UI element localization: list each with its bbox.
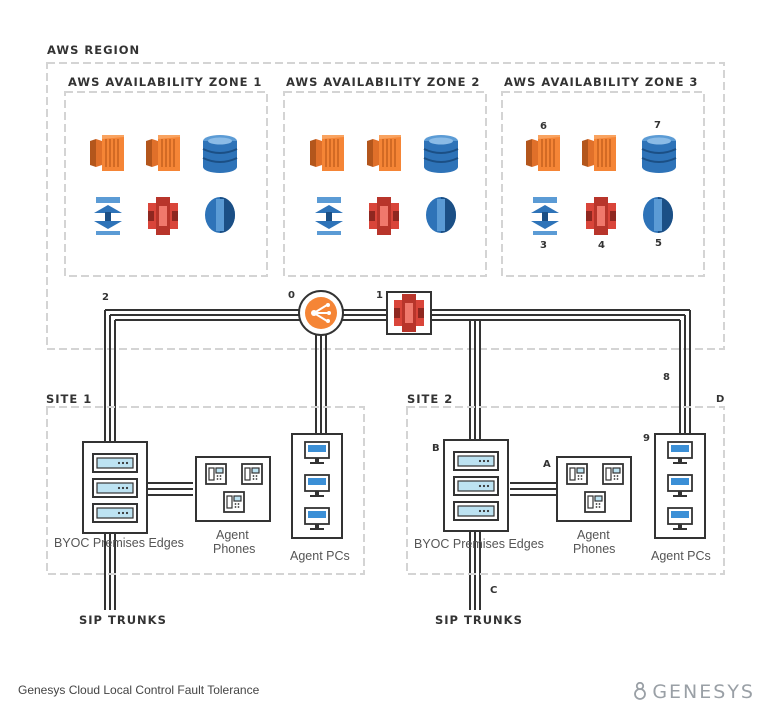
aws-region-label: AWS REGION	[47, 43, 140, 57]
agent-pcs-icon	[654, 433, 706, 539]
site-2-phones-label-2: Phones	[573, 542, 615, 556]
ec2-instance-icon	[89, 134, 125, 172]
ec2-instance-icon	[525, 134, 561, 172]
footer	[0, 672, 773, 727]
marker-C: C	[490, 585, 497, 596]
site-1-phones-label-1: Agent	[216, 528, 249, 542]
aws-region-boundary	[46, 62, 725, 350]
storage-bucket-icon	[586, 197, 616, 235]
dns-icon	[643, 197, 673, 233]
marker-4: 4	[598, 240, 605, 251]
storage-bucket-icon	[369, 197, 399, 235]
site-2-label: SITE 2	[407, 392, 453, 406]
availability-zone-1-label: AWS AVAILABILITY ZONE 1	[68, 75, 262, 89]
database-icon	[202, 134, 238, 174]
availability-zone-2	[283, 91, 487, 277]
site-1-sip-trunks-label: SIP TRUNKS	[79, 613, 167, 627]
marker-6: 6	[540, 121, 547, 132]
byoc-edge-rack-icon	[82, 441, 148, 534]
site-2-boundary	[406, 406, 725, 575]
brand-wordmark: GENESYS	[652, 681, 755, 703]
marker-9: 9	[643, 433, 650, 444]
load-balancer-icon	[531, 197, 559, 235]
ec2-instance-icon	[309, 134, 345, 172]
ec2-instance-icon	[366, 134, 402, 172]
marker-1: 1	[376, 290, 383, 301]
s3-storage-icon	[386, 291, 432, 335]
availability-zone-2-label: AWS AVAILABILITY ZONE 2	[286, 75, 480, 89]
site-2-sip-trunks-label: SIP TRUNKS	[435, 613, 523, 627]
site-1-edges-label: BYOC Premises Edges	[54, 536, 184, 550]
dns-icon	[426, 197, 456, 233]
marker-2: 2	[102, 292, 109, 303]
database-icon	[641, 134, 677, 174]
agent-phones-icon	[556, 456, 632, 522]
site-1-pcs-label: Agent PCs	[290, 549, 350, 563]
site-2-phones-label-1: Agent	[577, 528, 610, 542]
marker-0: 0	[288, 290, 295, 301]
genesys-logo-icon	[634, 682, 647, 700]
marker-A: A	[543, 459, 551, 470]
figure-caption: Genesys Cloud Local Control Fault Tolera…	[18, 683, 260, 697]
genesys-brand: GENESYS	[634, 681, 755, 703]
availability-zone-3-label: AWS AVAILABILITY ZONE 3	[504, 75, 698, 89]
site-1-phones-label-2: Phones	[213, 542, 255, 556]
site-1-boundary	[46, 406, 365, 575]
load-balancer-icon	[315, 197, 343, 235]
marker-5: 5	[655, 238, 662, 249]
marker-B: B	[432, 443, 440, 454]
ec2-instance-icon	[145, 134, 181, 172]
site-2-pcs-label: Agent PCs	[651, 549, 711, 563]
storage-bucket-icon	[148, 197, 178, 235]
marker-8: 8	[663, 372, 670, 383]
availability-zone-1	[64, 91, 268, 277]
byoc-edge-rack-icon	[443, 439, 509, 532]
ec2-instance-icon	[581, 134, 617, 172]
marker-7: 7	[654, 120, 661, 131]
elastic-load-balancer-icon	[298, 290, 344, 336]
dns-icon	[205, 197, 235, 233]
database-icon	[423, 134, 459, 174]
load-balancer-icon	[94, 197, 122, 235]
site-1-label: SITE 1	[46, 392, 92, 406]
site-2-edges-label: BYOC Premises Edges	[414, 537, 544, 551]
marker-D: D	[716, 394, 724, 405]
agent-pcs-icon	[291, 433, 343, 539]
marker-3: 3	[540, 240, 547, 251]
agent-phones-icon	[195, 456, 271, 522]
availability-zone-3	[501, 91, 705, 277]
